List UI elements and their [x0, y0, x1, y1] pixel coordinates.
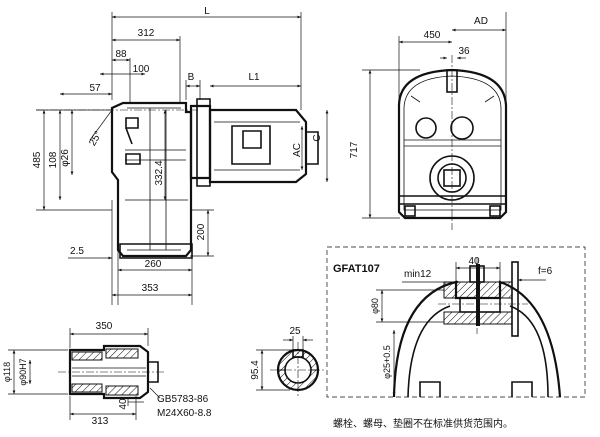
dim-L: L	[204, 6, 210, 17]
detail-dim-25-05: φ25+0.5	[382, 345, 392, 379]
side-view-dimensions: L 312 88 100 57 B L1 485 108	[32, 6, 302, 305]
dim-312: 312	[138, 28, 155, 39]
shaft-view-dimensions: 350 φ118 φ90H7 313 40 GB5783-86 M24X60-8…	[2, 321, 212, 427]
dim-L1: L1	[248, 72, 260, 83]
shaft-body	[68, 344, 159, 400]
dim-118: φ118	[2, 362, 12, 382]
std-gb5783: GB5783-86	[157, 394, 209, 405]
dim-260: 260	[145, 259, 162, 270]
dim-26: φ26	[60, 149, 71, 167]
detail-dimensions: 40 min12 f=6 φ80 φ25+0.5	[370, 256, 553, 396]
dim-2-5: 2.5	[70, 246, 84, 257]
motor-c-label: C	[312, 134, 323, 141]
dim-350: 350	[96, 321, 113, 332]
dim-B: B	[188, 72, 195, 83]
detail-gfat107: GFAT107 40 min12 f=6 φ80 φ25+0.5	[326, 246, 586, 398]
front-view-dimensions: 450 AD 36 717	[349, 12, 507, 219]
dim-100: 100	[133, 64, 150, 75]
dim-36: 36	[458, 46, 470, 57]
dim-485: 485	[32, 151, 43, 168]
detail-dim-f6: f=6	[538, 266, 553, 277]
dim-450: 450	[424, 30, 441, 41]
detail-dim-40: 40	[468, 256, 480, 267]
dim-717: 717	[349, 141, 360, 158]
dim-313: 313	[92, 416, 109, 427]
front-view: 450 AD 36 717	[349, 12, 508, 230]
key-section: 25 95.4	[250, 326, 326, 398]
detail-frame	[326, 246, 586, 398]
std-m24x60: M24X60-8.8	[157, 408, 212, 419]
dim-25-key: 25	[289, 326, 301, 337]
detail-dim-80: φ80	[370, 298, 380, 314]
shaft-view: 350 φ118 φ90H7 313 40 GB5783-86 M24X60-8…	[2, 321, 212, 427]
dim-90h7: φ90H7	[18, 358, 28, 385]
dim-88: 88	[115, 49, 127, 60]
dim-AD: AD	[474, 16, 488, 27]
detail-dim-min12: min12	[404, 269, 432, 280]
footnote: 螺栓、螺母、垫圈不在标准供货范围内。	[333, 417, 513, 430]
key-section-dimensions: 25 95.4	[250, 326, 313, 391]
motor: AC C	[189, 98, 329, 187]
dim-332-4: 332.4	[154, 160, 165, 185]
dim-40-shaft: 40	[118, 398, 129, 410]
dim-353: 353	[142, 283, 159, 294]
dim-25-deg: 25°	[87, 129, 104, 148]
dim-57: 57	[89, 83, 101, 94]
dim-200: 200	[196, 223, 207, 240]
motor-ac-label: AC	[292, 143, 303, 157]
side-view: AC C L 312 88 100 57 B	[32, 6, 329, 305]
front-housing	[397, 68, 508, 220]
gearbox-housing	[110, 101, 193, 259]
dim-95-4: 95.4	[250, 360, 261, 380]
detail-title: GFAT107	[333, 263, 380, 275]
dim-108: 108	[48, 151, 59, 168]
